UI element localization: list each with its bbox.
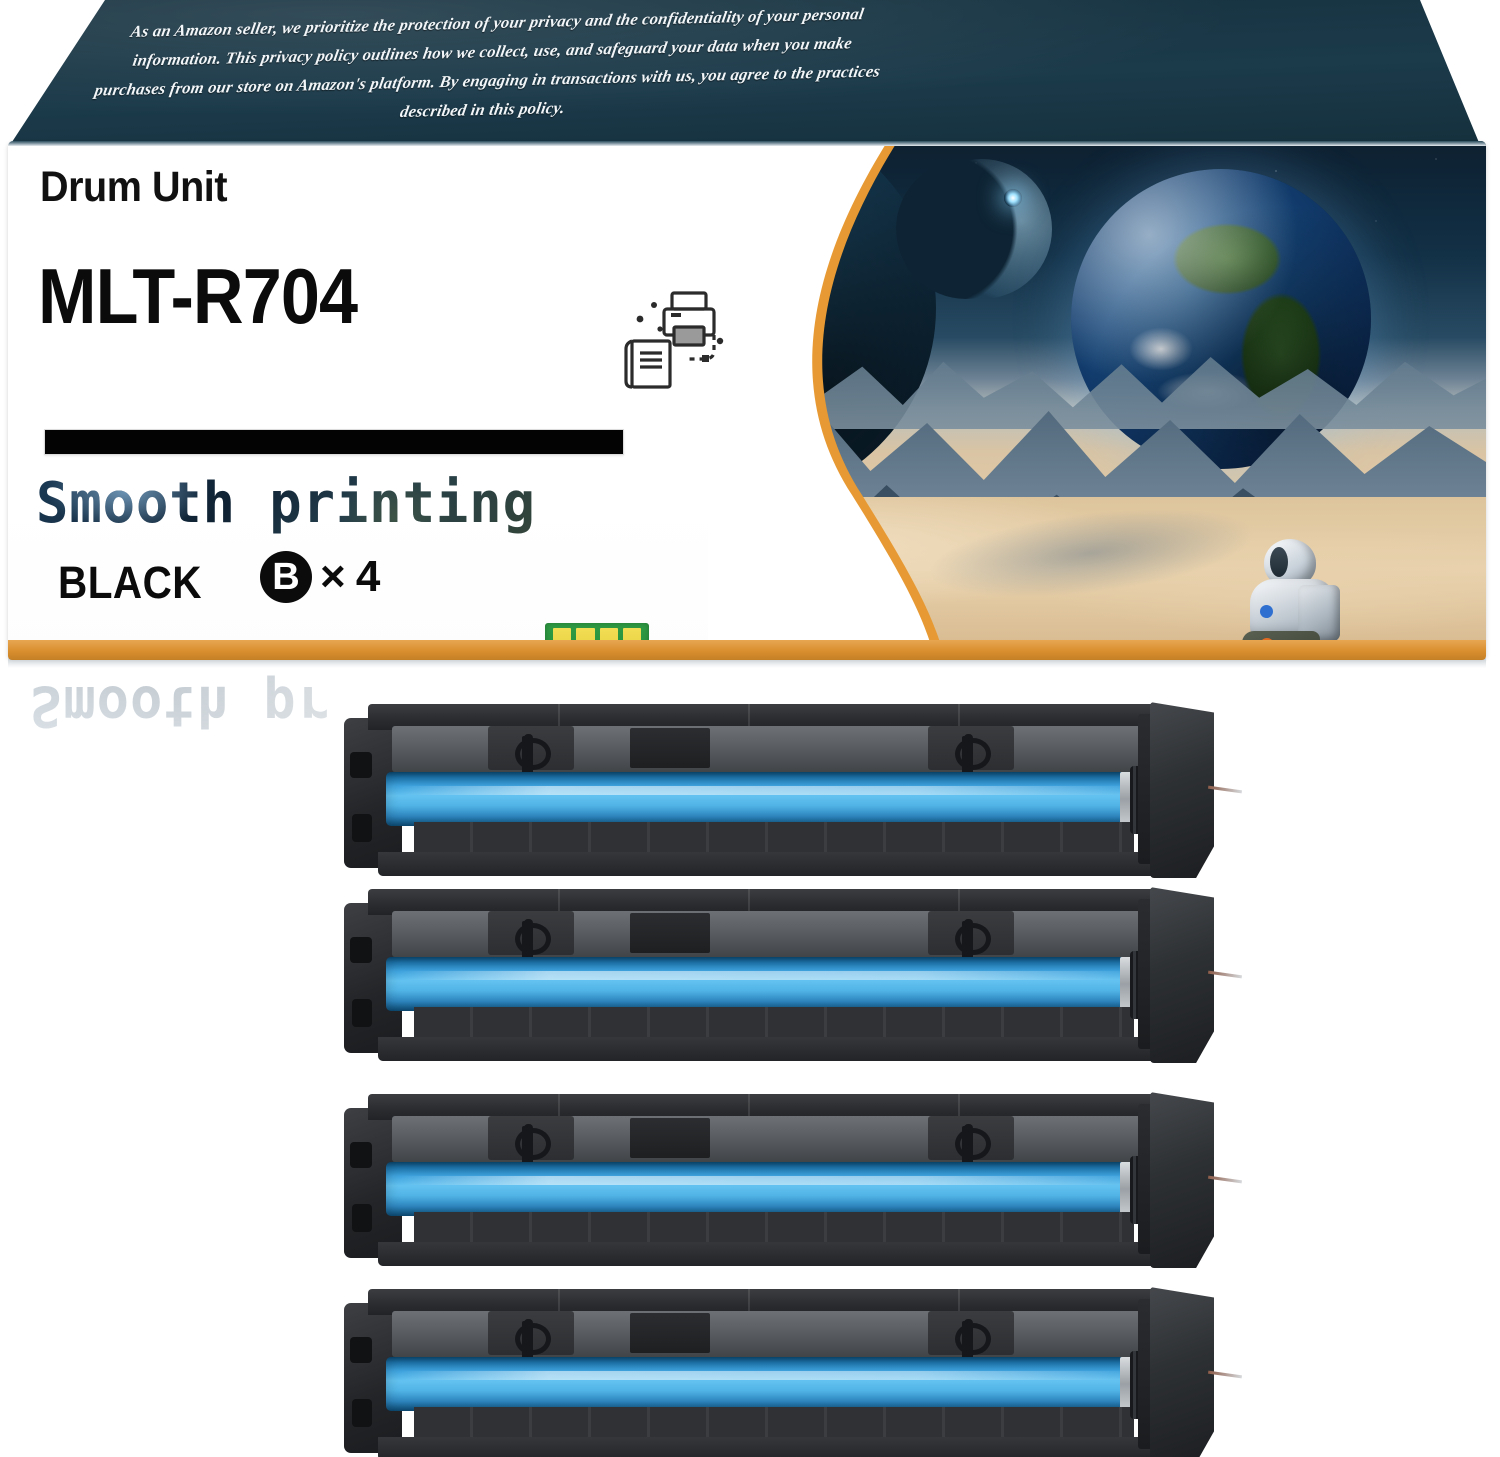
quantity-badge-row: B × 4	[260, 551, 380, 603]
tagline-text: Smooth printing	[36, 471, 536, 536]
drum-opc-highlight	[400, 1371, 1140, 1380]
drum-right-end-block	[1150, 702, 1214, 878]
printer-slot	[671, 313, 681, 317]
drum-left-notch-lower	[352, 999, 372, 1027]
quantity-multiplier-label: × 4	[320, 552, 380, 601]
drum-clip-right	[928, 1116, 1014, 1186]
drum-top-frame	[368, 889, 1158, 915]
package-top-surface	[10, 0, 1480, 145]
drum-unit-product-4	[330, 1285, 1243, 1457]
drum-opc-cylinder	[386, 1162, 1154, 1216]
drum-left-notch-lower	[352, 1399, 372, 1427]
drum-opc-cylinder	[386, 957, 1154, 1011]
drum-base-bar	[378, 1037, 1178, 1061]
package-top-face: As an Amazon seller, we prioritize the p…	[0, 0, 1500, 145]
drum-clip-left	[488, 1311, 574, 1381]
drum-left-notch-upper	[350, 1142, 372, 1168]
drum-opc-cylinder	[386, 772, 1154, 826]
document-curl	[624, 339, 633, 389]
drum-right-end-block	[1150, 1287, 1214, 1457]
drum-hopper-window	[630, 913, 710, 953]
package-front-top-edge	[8, 141, 1486, 146]
drum-clip-left	[488, 726, 574, 796]
drum-unit-product-2	[330, 885, 1243, 1070]
color-name-label: BLACK	[58, 557, 202, 608]
privacy-policy-banner-text: As an Amazon seller, we prioritize the p…	[93, 4, 882, 121]
drum-unit-product-3	[330, 1090, 1243, 1275]
model-number-heading: MLT-R704	[38, 252, 358, 340]
drum-opc-highlight	[400, 1176, 1140, 1185]
drum-clip-right	[928, 726, 1014, 796]
drum-top-frame	[368, 1094, 1158, 1120]
drum-left-notch-upper	[350, 752, 372, 778]
drum-clip-left	[488, 911, 574, 981]
drum-clip-left	[488, 1116, 574, 1186]
drum-base-bar	[378, 852, 1178, 876]
decorative-dots	[636, 302, 724, 362]
product-label-panel: Drum Unit MLT-R704 Smooth printing BLACK…	[8, 141, 708, 658]
black-divider-bar	[44, 429, 624, 455]
product-type-heading: Drum Unit	[40, 163, 228, 211]
drum-right-end-block	[1150, 887, 1214, 1063]
astronaut-patch-blue	[1260, 605, 1273, 618]
drum-clip-right	[928, 911, 1014, 981]
drum-opc-cylinder	[386, 1357, 1154, 1411]
drum-base-bar	[378, 1437, 1178, 1457]
drum-left-notch-upper	[350, 1337, 372, 1363]
drum-top-frame	[368, 704, 1158, 730]
package-front-face: Drum Unit MLT-R704 Smooth printing BLACK…	[8, 141, 1486, 658]
crescent-moon-icon	[896, 159, 1052, 299]
drum-right-end-block	[1150, 1092, 1214, 1268]
color-code-badge: B	[260, 551, 312, 603]
space-artwork	[676, 141, 1486, 658]
bright-star-icon	[1004, 189, 1022, 207]
drum-opc-highlight	[400, 786, 1140, 795]
drum-top-frame	[368, 1289, 1158, 1315]
drum-clip-right	[928, 1311, 1014, 1381]
document-icon	[630, 339, 672, 389]
drum-left-notch-upper	[350, 937, 372, 963]
drum-hopper-window	[630, 1313, 710, 1353]
drum-left-notch-lower	[352, 814, 372, 842]
drum-opc-highlight	[400, 971, 1140, 980]
drum-left-notch-lower	[352, 1204, 372, 1232]
printer-paper-tray	[670, 291, 708, 311]
printer-output-sheet	[672, 325, 706, 347]
drum-hopper-window	[630, 1118, 710, 1158]
drum-hopper-window	[630, 728, 710, 768]
drum-base-bar	[378, 1242, 1178, 1266]
package-bottom-orange-strip	[8, 640, 1486, 660]
drum-unit-product-1	[330, 700, 1243, 885]
printer-icon	[624, 291, 724, 389]
